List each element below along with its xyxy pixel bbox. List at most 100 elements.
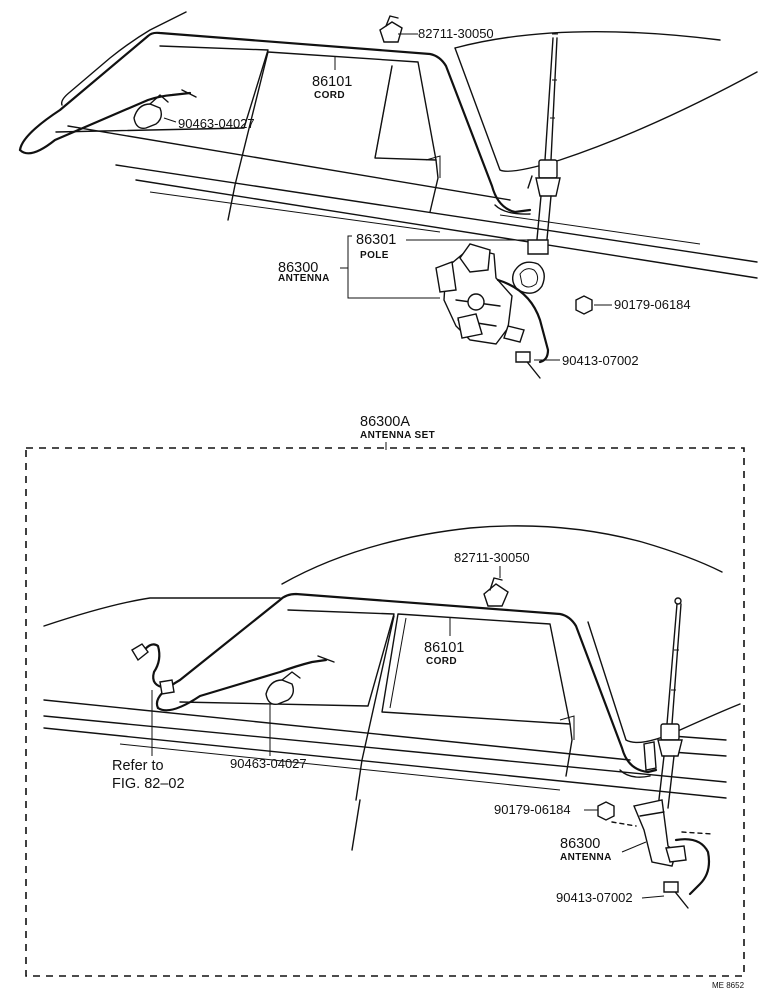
bottom-mast-tip <box>674 597 682 605</box>
bottom-callouts: 82711-30050 86101 CORD Refer to FIG. 82–… <box>112 550 665 905</box>
top-label-clamp-left: 90463-04027 <box>178 116 255 131</box>
top-grommet-inner <box>519 268 539 288</box>
top-label-nut: 90179-06184 <box>614 297 691 312</box>
bottom-leader-bolt <box>641 895 665 899</box>
bottom-antenna-cable <box>674 838 711 896</box>
bottom-window-inner <box>389 617 407 709</box>
bottom-mast-tube-a <box>657 755 665 809</box>
top-belt-line-1 <box>67 125 511 201</box>
top-motor-gear <box>467 293 485 311</box>
bottom-cord-roof-run <box>155 592 658 774</box>
top-belt-line-4 <box>149 191 441 233</box>
top-belt-line-3 <box>135 179 758 279</box>
top-pillar-line <box>227 51 269 221</box>
bottom-gutter-recess <box>619 769 651 778</box>
top-label-antenna-name: ANTENNA <box>278 273 330 284</box>
bottom-mast-line-b <box>671 603 682 725</box>
bottom-antenna <box>597 597 713 909</box>
top-cord-loop <box>18 91 192 155</box>
top-label-clamp-roof: 82711-30050 <box>418 26 494 41</box>
top-grommet-outer <box>511 261 545 294</box>
bottom-mast-bezel <box>660 723 680 741</box>
bottom-trunk-edge <box>565 723 573 777</box>
top-nut-hex <box>575 295 593 315</box>
top-trunk-lip <box>425 155 441 178</box>
top-antenna-motor <box>435 243 593 379</box>
bottom-cord-loop <box>156 658 328 712</box>
bottom-clamp-roof-tab <box>489 577 503 591</box>
top-callouts: 82711-30050 86101 CORD 90463-04027 86301… <box>163 26 691 368</box>
top-belt-line-5 <box>499 214 701 245</box>
top-cable-stub <box>527 175 533 189</box>
bottom-label-clamp-roof: 82711-30050 <box>454 550 530 565</box>
bottom-extension-plug-top <box>131 643 149 662</box>
bottom-car-body <box>43 525 741 851</box>
antenna-set-name: ANTENNA SET <box>360 430 435 441</box>
bottom-label-refer-line1: Refer to <box>112 758 164 774</box>
bottom-roof-outline <box>281 525 723 585</box>
top-rear-window-edge <box>454 47 758 172</box>
top-door-window <box>267 51 437 161</box>
top-car-body <box>55 11 758 279</box>
antenna-set-boundary <box>25 447 745 977</box>
bottom-label-cord-name: CORD <box>426 656 457 667</box>
top-clamp-left-tab <box>149 94 169 105</box>
bottom-connector-stub <box>643 741 657 771</box>
top-leader-clamp-left <box>163 117 177 123</box>
bottom-bracket-dashed-guide <box>611 821 637 827</box>
top-clamp-left-body <box>133 103 163 129</box>
bottom-label-bolt: 90413-07002 <box>556 890 633 905</box>
bottom-mast-tube-b <box>667 755 675 809</box>
bottom-cord-connector <box>317 655 335 663</box>
top-mast-nut <box>527 239 549 255</box>
top-window-inner <box>374 65 393 159</box>
top-motor-bracket <box>435 261 457 293</box>
bottom-cord-routing <box>131 577 658 774</box>
top-mast-line-b <box>550 37 558 161</box>
top-motor-foot <box>503 325 525 343</box>
bottom-belt-line-4 <box>119 743 561 791</box>
bottom-trunk-lip <box>559 715 575 740</box>
top-label-pole-number: 86301 <box>356 232 396 248</box>
bottom-clamp-left-tab <box>281 671 301 681</box>
bottom-bolt-head <box>663 881 679 893</box>
bottom-bracket-detail <box>639 811 665 817</box>
top-label-cord-number: 86101 <box>312 74 352 90</box>
bottom-bracket-dashed-guide-2 <box>681 831 713 835</box>
bottom-mast-line-a <box>666 603 678 725</box>
top-bolt-head <box>515 351 531 363</box>
top-antenna-mast <box>527 33 561 255</box>
top-label-antenna-number: 86300 <box>278 260 318 276</box>
antenna-set-number: 86300A <box>360 414 410 430</box>
bottom-lower-body <box>351 799 361 851</box>
bottom-belt-line-5 <box>671 735 727 741</box>
bottom-clamp-left-body <box>265 679 295 705</box>
antenna-set-header: 86300A ANTENNA SET <box>360 414 435 450</box>
top-label-cord-name: CORD <box>314 90 345 101</box>
top-clamp-roof-tab <box>385 15 399 27</box>
top-roof-outline <box>60 11 187 106</box>
bottom-belt-line-2 <box>43 715 727 783</box>
bottom-door-window <box>381 613 571 725</box>
bottom-label-refer-line2: FIG. 82–02 <box>112 776 185 792</box>
top-label-bolt: 90413-07002 <box>562 353 639 368</box>
bottom-belt-line-1 <box>43 699 631 761</box>
bottom-leader-antenna <box>621 841 647 853</box>
top-mast-base <box>535 177 561 197</box>
top-bracket-set <box>347 235 440 299</box>
bottom-label-nut: 90179-06184 <box>494 802 571 817</box>
top-label-pole-name: POLE <box>360 250 389 261</box>
bottom-label-clamp-left: 90463-04027 <box>230 756 307 771</box>
top-motor-cap <box>459 243 491 273</box>
top-roof-panel <box>454 30 721 49</box>
top-clamp-roof-body <box>379 21 403 43</box>
bottom-extension-cord <box>138 643 168 690</box>
bottom-extension-plug-bottom <box>159 679 175 695</box>
top-trunk-edge <box>429 159 439 213</box>
top-mast-line-a <box>544 37 554 161</box>
bottom-rear-window-edge <box>587 621 741 744</box>
bottom-label-antenna-number: 86300 <box>560 836 600 852</box>
top-cord-routing <box>18 15 532 214</box>
